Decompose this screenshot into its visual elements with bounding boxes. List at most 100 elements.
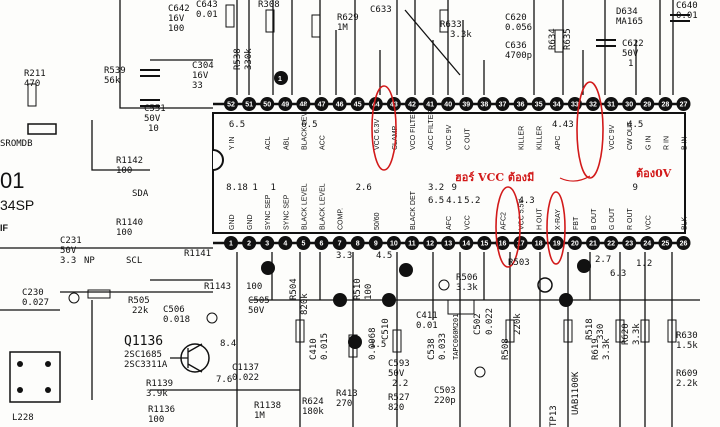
label-big-34sp: 34SP — [0, 197, 34, 213]
label-c643-value: 0.01 — [196, 10, 218, 20]
top-pin-27 — [676, 97, 691, 111]
top-pin-number: 29 — [643, 102, 651, 109]
ic-voltage: 4.43 — [552, 120, 574, 130]
top-pin-number: 35 — [535, 102, 543, 109]
ic-signal-name: SYNC SEP — [283, 194, 290, 230]
top-pin-number: 51 — [245, 102, 253, 109]
label-r1136: R1136 — [148, 405, 175, 415]
ic-signal-name: KILLER — [537, 126, 544, 150]
bottom-pin-2 — [242, 236, 257, 250]
label-d634-value: MA165 — [616, 17, 643, 27]
label-r508: R508 — [501, 338, 511, 360]
label-q1136: Q1136 — [124, 334, 163, 349]
bottom-pin-number: 14 — [462, 241, 470, 248]
label-c593-value: 2.2 — [392, 379, 408, 389]
label-c642-voltage: 16V — [168, 14, 185, 24]
label-scl: SCL — [126, 256, 142, 266]
components — [9, 4, 690, 403]
label-voltage-2-7: 2.7 — [595, 255, 611, 265]
top-pin-number: 39 — [462, 102, 470, 109]
top-pin-number: 27 — [680, 102, 688, 109]
top-pin-number: 45 — [354, 102, 362, 109]
bottom-pin-number: 25 — [662, 241, 670, 248]
ic-signal-name: R IN — [663, 136, 670, 150]
component-labels: 01 34SP IF SROMDB C642 16V 100 C643 0.01… — [0, 0, 698, 425]
label-r539: R539 — [104, 66, 126, 76]
label-r609: R609 — [676, 369, 698, 379]
ic-voltage: 9 — [451, 183, 456, 193]
ic-voltage: 4.3 — [518, 196, 534, 206]
bottom-pin-number: 7 — [338, 241, 342, 248]
label-r620-value: 3.3k — [632, 323, 642, 345]
top-pin-49 — [278, 97, 293, 111]
label-c505: C505 — [248, 296, 270, 306]
label-voltage-4-5: 4.5 — [376, 251, 392, 261]
label-c633: C633 — [370, 5, 392, 15]
label-voltage-7-6: 7.6 — [216, 375, 232, 385]
label-c620-value: 0.056 — [505, 23, 532, 33]
top-pin-number: 48 — [300, 102, 308, 109]
top-pin-number: 47 — [318, 102, 326, 109]
bottom-pin-19 — [549, 236, 564, 250]
top-pin-number: 33 — [571, 102, 579, 109]
bottom-pin-26 — [676, 236, 691, 250]
label-r1141: R1141 — [184, 249, 211, 259]
label-big-01: 01 — [0, 168, 24, 193]
label-voltage-8-4: 8.4 — [220, 339, 236, 349]
rotated-labels: R538 330k R634 R635 R504 820k C410 0.015… — [233, 28, 642, 427]
label-r510: R510 — [353, 278, 363, 300]
label-r1136-value: 100 — [148, 415, 164, 425]
top-pin-30 — [622, 97, 637, 111]
label-r619-value: 3.3k — [602, 338, 612, 360]
label-r633-value: 3.3k — [450, 30, 472, 40]
top-pin-35 — [531, 97, 546, 111]
label-l228: L228 — [12, 413, 34, 423]
label-r506-value: 3.3k — [456, 283, 478, 293]
label-c636: C636 — [505, 41, 527, 51]
ic-voltage: 6.5 — [229, 120, 245, 130]
bottom-pin-number: 8 — [356, 241, 360, 248]
label-c1137: C1137 — [232, 363, 259, 373]
label-tp13: TP13 — [549, 405, 559, 427]
bottom-pin-number: 10 — [390, 241, 398, 248]
ic-signal-name: KILLER — [519, 126, 526, 150]
label-c505-voltage: 50V — [248, 306, 265, 316]
bottom-pin-number: 26 — [680, 241, 688, 248]
bottom-pin-17 — [513, 236, 528, 250]
label-r620: R620 — [621, 323, 631, 345]
ic-voltage: 4.5 — [627, 120, 643, 130]
label-c231: C231 — [60, 236, 82, 246]
ic-signal-name: VCC 6.3V — [374, 119, 381, 150]
upper-wiring — [91, 0, 674, 171]
label-c411: C411 — [416, 311, 438, 321]
bottom-pin-number: 22 — [607, 241, 615, 248]
ic-signal-name: SYNC SEP — [265, 194, 272, 230]
label-c642-value: 100 — [168, 24, 184, 34]
ic-signal-name: BLK — [682, 216, 689, 230]
label-r527-value: 820 — [388, 403, 404, 413]
label-c551-value: 10 — [148, 124, 159, 134]
bottom-pin-7 — [332, 236, 347, 250]
ic-voltage: 8.18 — [226, 183, 248, 193]
label-c538-value: 0.033 — [438, 333, 448, 360]
bottom-pin-13 — [441, 236, 456, 250]
label-c304-voltage: 16V — [192, 71, 209, 81]
bottom-pin-8 — [350, 236, 365, 250]
annotation-vcc-must-exist: ฮอร์ VCC ต้องมี — [455, 171, 534, 184]
label-voltage-6-3: 6.3 — [610, 269, 626, 279]
ic-voltage: 1 — [252, 183, 257, 193]
label-r1139-value: 3.9k — [146, 389, 168, 399]
top-pin-41 — [423, 97, 438, 111]
label-r1140-value: 100 — [116, 228, 132, 238]
top-pin-number: 38 — [481, 102, 489, 109]
top-pin-number: 44 — [372, 102, 380, 109]
top-pin-number: 46 — [336, 102, 344, 109]
label-c231-value: 3.3 — [60, 256, 76, 266]
label-crystal: SROMDB — [0, 139, 33, 149]
label-c640: C640 — [676, 1, 698, 11]
